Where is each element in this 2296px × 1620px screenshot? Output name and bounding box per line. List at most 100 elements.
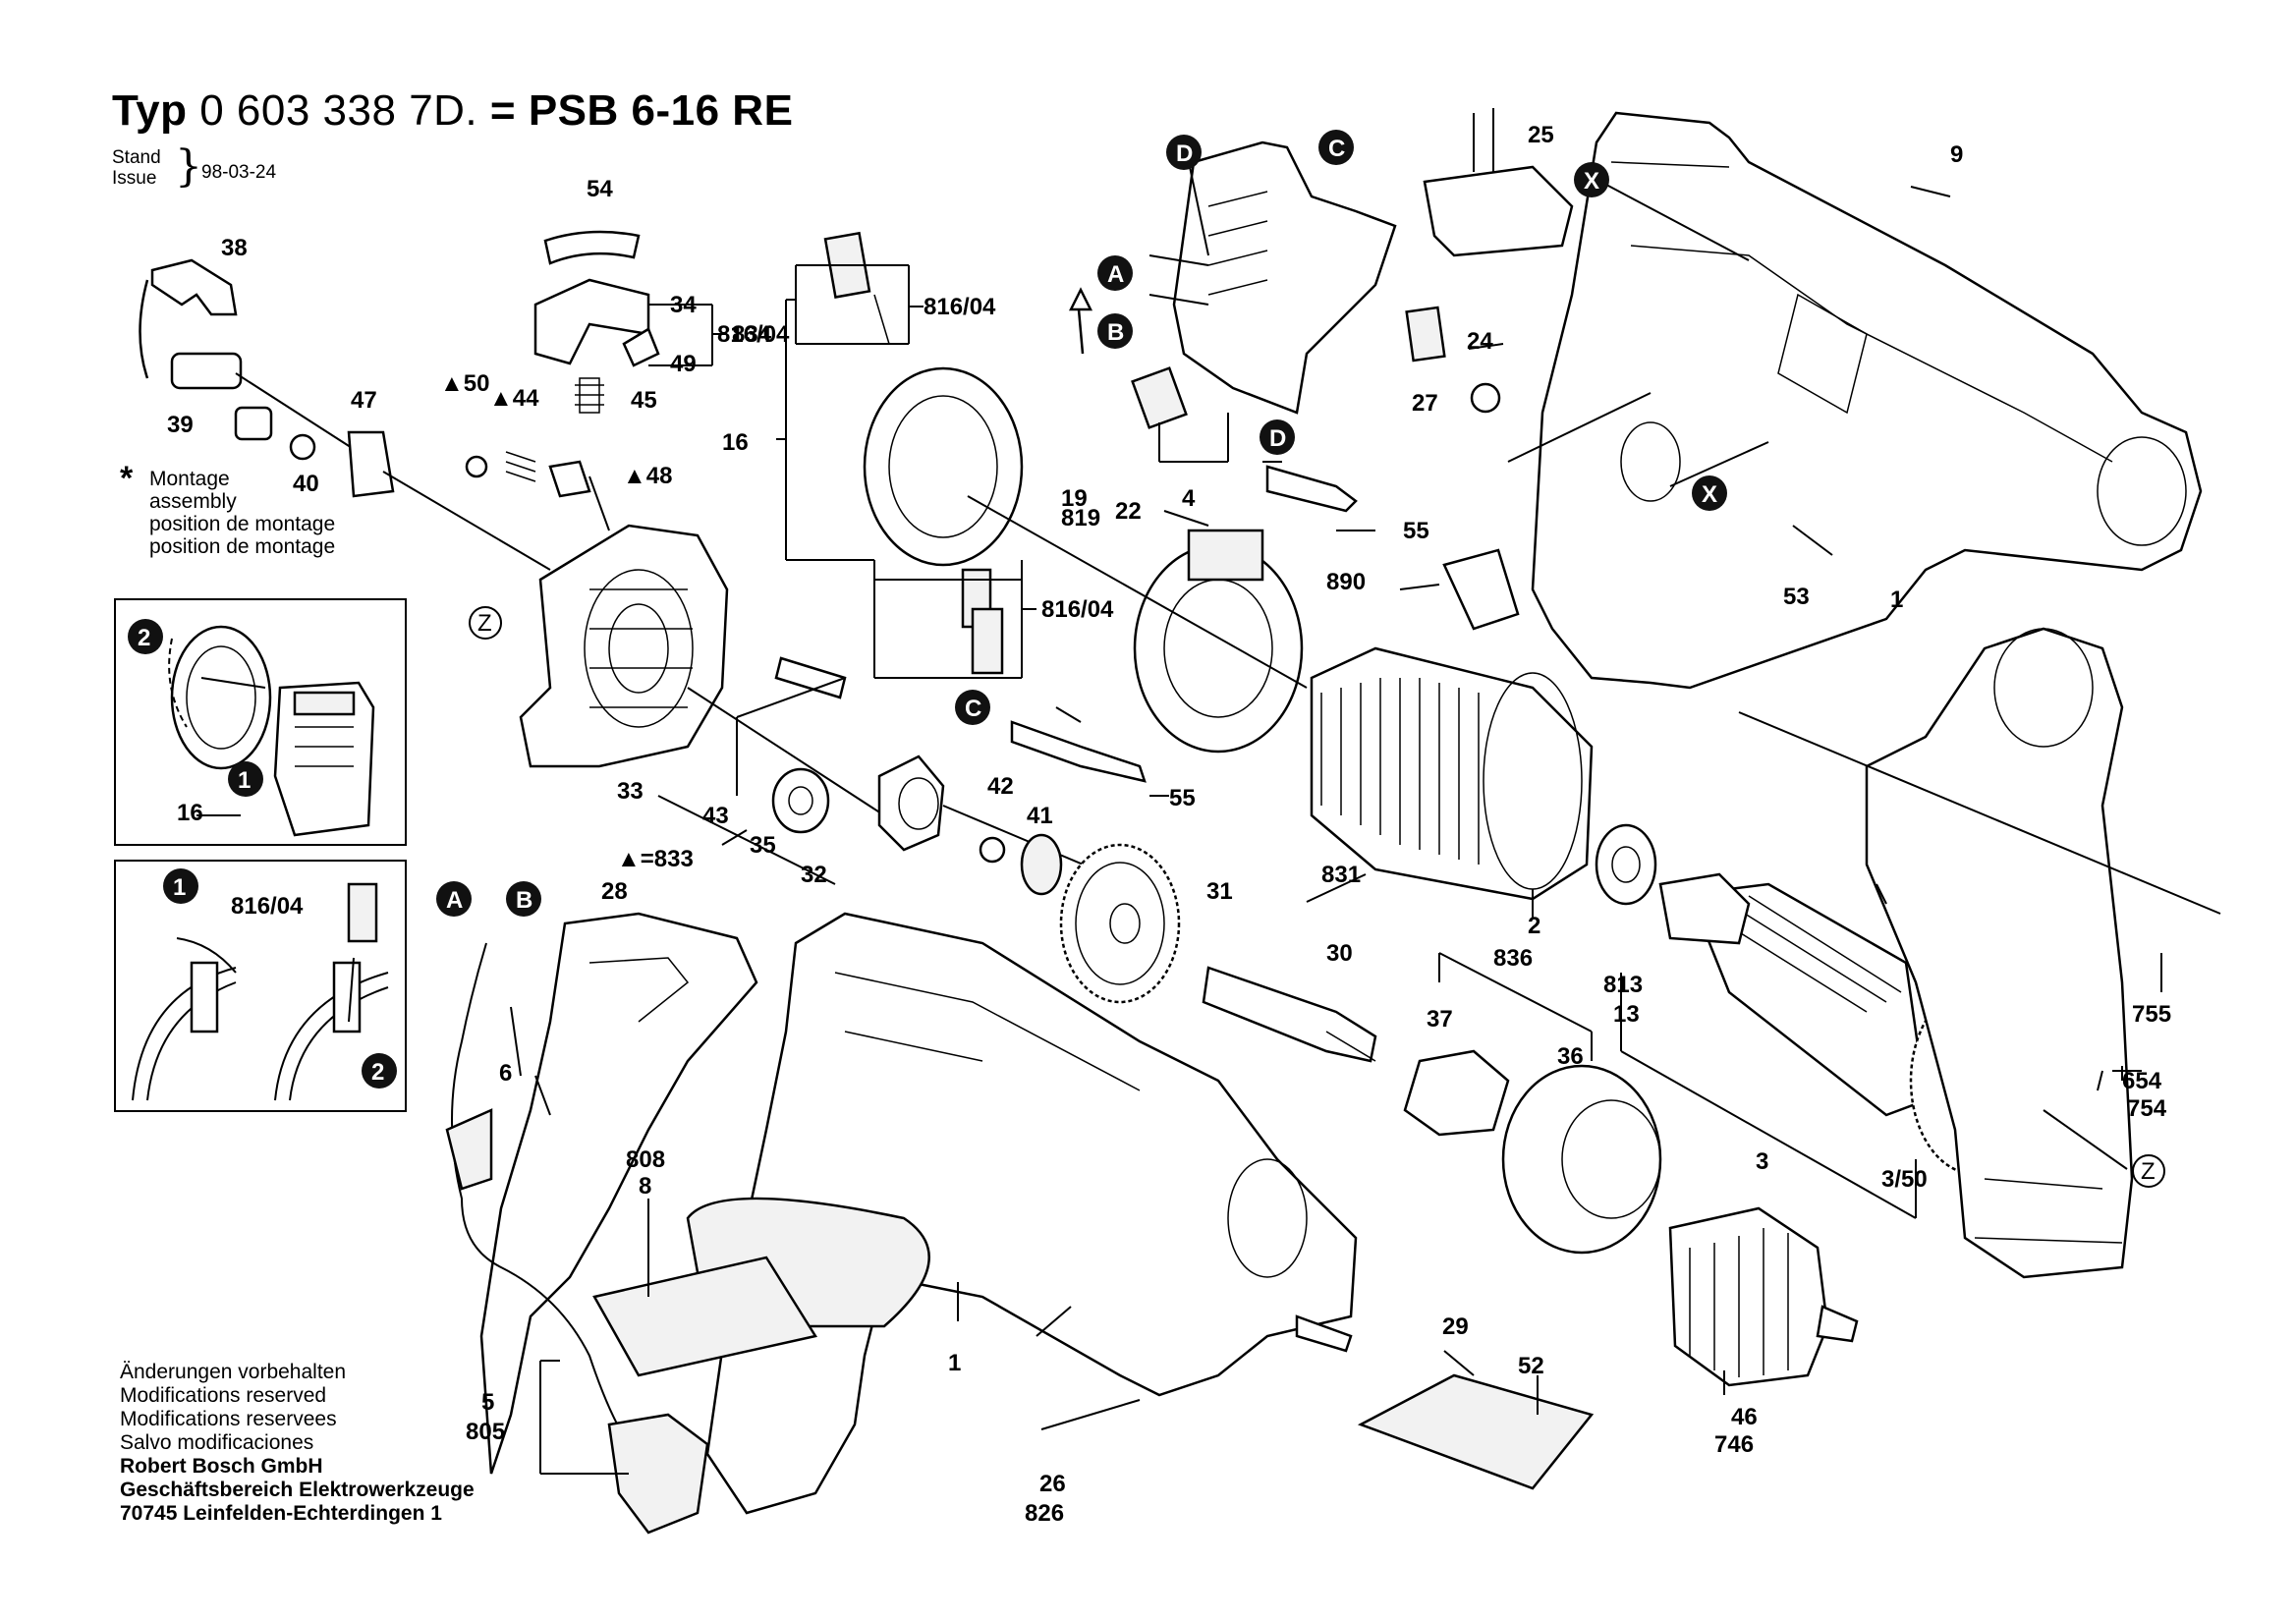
- part-48: [548, 460, 591, 498]
- label-13: 13: [1613, 1001, 1640, 1028]
- callout-D2: [1260, 419, 1295, 455]
- label-25: 25: [1528, 122, 1554, 148]
- part-37-bushing: [1403, 1049, 1510, 1137]
- part-22-screw: [1163, 510, 1209, 527]
- part-890-screw: [1399, 584, 1440, 590]
- callout-n2a: [128, 619, 163, 654]
- montage-star: *: [120, 460, 134, 497]
- part-33-pin: [774, 656, 847, 699]
- part-24: [1470, 382, 1501, 414]
- svg-text:Z: Z: [477, 610, 492, 637]
- label-834: 834: [732, 321, 772, 348]
- part-45-spring: [575, 377, 604, 414]
- montage-line2: assembly: [149, 490, 237, 513]
- label-26: 26: [1039, 1471, 1066, 1497]
- svg-text:Z: Z: [2141, 1158, 2156, 1185]
- part-819-screw: [1068, 287, 1093, 355]
- label-29: 29: [1442, 1313, 1469, 1340]
- label-43: 43: [702, 803, 729, 829]
- callout-Z2: [2132, 1154, 2165, 1188]
- label-46: 46: [1731, 1404, 1758, 1430]
- label-30: 30: [1326, 940, 1353, 967]
- label-40: 40: [293, 471, 319, 497]
- label-34: 34: [670, 292, 697, 318]
- part-switch-block: [1131, 140, 1397, 429]
- part-30-shaft: [1202, 966, 1377, 1063]
- part-end-shield-z: [519, 524, 885, 816]
- callout-A1: [1097, 255, 1133, 291]
- label-39: 39: [167, 412, 194, 438]
- part-27: [1405, 306, 1446, 363]
- callout-D1: [1166, 135, 1202, 170]
- label-833: ▲=833: [617, 846, 694, 872]
- label-tri44: ▲44: [489, 385, 539, 412]
- callout-n1a: [228, 761, 263, 797]
- page-title: Typ 0 603 338 7D. = PSB 6-16 RE: [112, 86, 793, 136]
- part-836-gear-housing: [1501, 1064, 1662, 1255]
- label-816-04-inset: 816/04: [231, 893, 304, 920]
- svg-text:A: A: [1107, 261, 1124, 288]
- part-35-bearing: [771, 767, 830, 834]
- part-labels: 38 39 40 47 54 34 49 834 45 ▲50 ▲44 ▲48 …: [167, 122, 2171, 1527]
- label-16: 16: [722, 429, 749, 456]
- inset-box-816: [114, 860, 407, 1112]
- callout-Z1: [469, 606, 502, 640]
- label-4: 4: [1182, 485, 1196, 512]
- callout-X1: [1574, 162, 1609, 197]
- label-754: 754: [2127, 1095, 2167, 1122]
- label-819: 819: [1061, 505, 1100, 531]
- label-53: 53: [1783, 584, 1810, 610]
- stand-label: Stand: [112, 147, 161, 168]
- inset-816-drawing: [132, 882, 389, 1101]
- montage-line3: position de montage: [149, 513, 336, 535]
- bracket-lines: [776, 264, 1036, 679]
- label-3-50: 3/50: [1881, 1166, 1928, 1193]
- callout-n1b: [163, 868, 198, 904]
- part-brush-plate-upper: [823, 231, 1024, 675]
- part-834-housing: [533, 278, 650, 365]
- label-19: 19: [1061, 485, 1088, 512]
- svg-text:1: 1: [238, 767, 251, 794]
- part-25-lever: [1423, 165, 1574, 257]
- label-tri48: ▲48: [623, 463, 672, 489]
- callout-n2b: [362, 1053, 397, 1089]
- part-44-spring: [505, 451, 536, 482]
- issue-date: 98-03-24: [201, 162, 277, 183]
- part-47: [347, 430, 395, 498]
- inset-16-drawing: [168, 625, 375, 837]
- leader-lines: [510, 161, 2162, 1475]
- part-housing-right: [1531, 111, 2203, 690]
- part-50: [465, 455, 488, 478]
- part-32-fan: [877, 754, 945, 852]
- montage-line1: Montage: [149, 468, 230, 490]
- part-gear: [1059, 843, 1181, 1004]
- label-836: 836: [1493, 945, 1533, 972]
- label-831: 831: [1321, 862, 1361, 888]
- label-45: 45: [631, 387, 657, 414]
- label-24: 24: [1467, 328, 1493, 355]
- part-plug: [607, 1413, 709, 1535]
- svg-text:2: 2: [138, 625, 150, 651]
- callout-B1: [1097, 313, 1133, 349]
- part-40: [289, 433, 316, 461]
- inset-box-16: [114, 598, 407, 846]
- part-chuck-upper: [1658, 872, 1751, 945]
- label-37: 37: [1427, 1006, 1453, 1033]
- callout-B2: [506, 881, 541, 917]
- callouts: D C A B D C X X A B 2 1 1 2 Z Z: [128, 130, 2165, 1188]
- title-suffix: 7D.: [409, 86, 478, 135]
- label-32: 32: [801, 862, 827, 888]
- label-tri50: ▲50: [440, 370, 489, 397]
- part-41: [1020, 833, 1063, 896]
- svg-text:X: X: [1702, 481, 1717, 508]
- label-654: 654: [2122, 1068, 2162, 1094]
- label-27: 27: [1412, 390, 1438, 417]
- label-826: 826: [1025, 1500, 1064, 1527]
- label-28: 28: [601, 878, 628, 905]
- issue-label: Issue: [112, 168, 157, 189]
- label-54: 54: [587, 176, 613, 202]
- title-number: 0 603 338: [199, 86, 397, 135]
- label-5: 5: [481, 1389, 494, 1416]
- label-35: 35: [750, 832, 776, 859]
